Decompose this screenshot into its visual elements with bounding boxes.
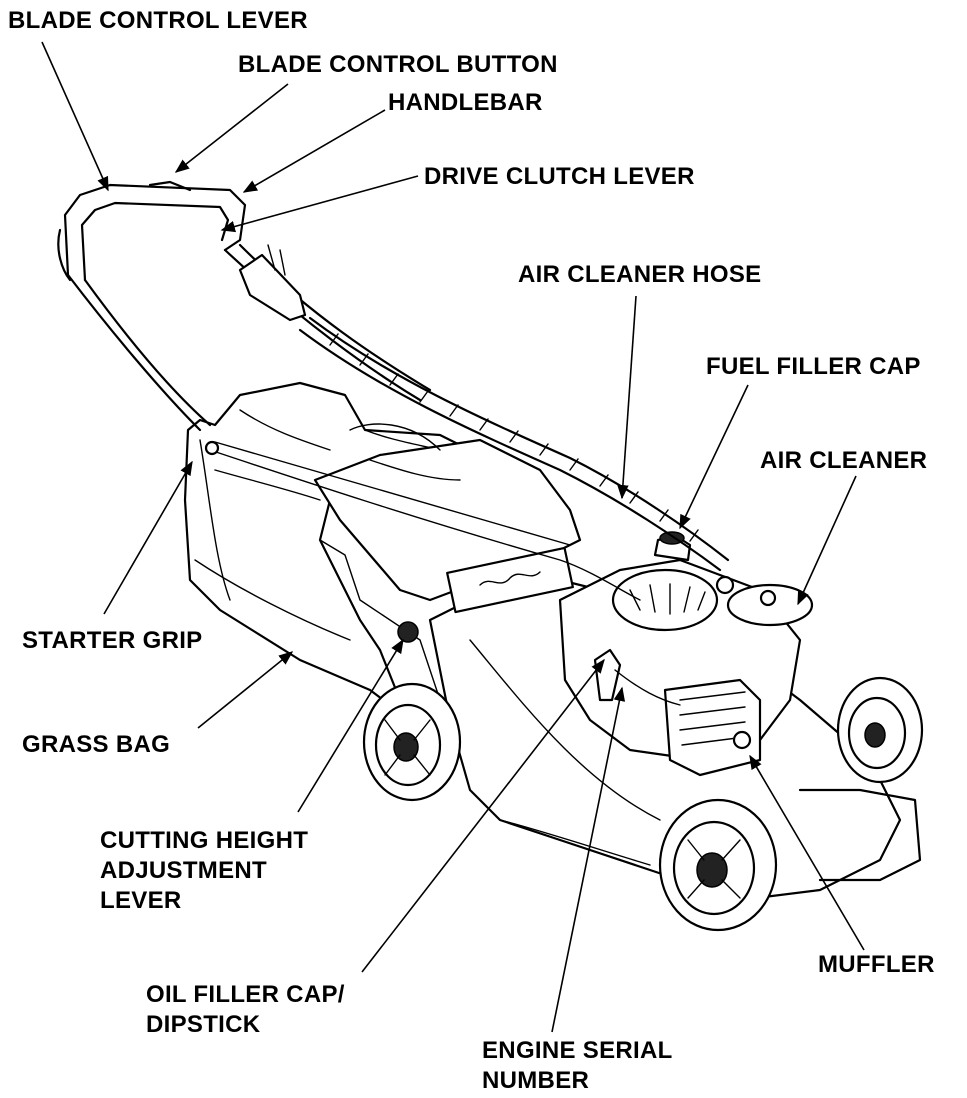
front-left-wheel-shape: [658, 798, 778, 932]
label-oil-filler-cap-line2: DIPSTICK: [146, 1011, 261, 1038]
leader-lines: [41, 41, 865, 1033]
leader-starter-grip: [103, 460, 193, 615]
label-engine-serial-number: ENGINE SERIAL NUMBER: [482, 1036, 673, 1096]
label-cutting-height-line1: CUTTING HEIGHT: [100, 827, 309, 854]
label-handlebar: HANDLEBAR: [388, 89, 543, 116]
leader-blade-control-button: [174, 83, 289, 173]
mower-illustration: [57, 180, 924, 932]
leader-muffler: [749, 754, 865, 951]
leader-air-cleaner-hose: [617, 295, 637, 500]
label-muffler: MUFFLER: [818, 951, 935, 978]
label-fuel-filler-cap: FUEL FILLER CAP: [706, 353, 921, 380]
rear-cover-shape: [313, 423, 582, 614]
label-air-cleaner-hose: AIR CLEANER HOSE: [518, 261, 762, 288]
leader-handlebar: [242, 109, 386, 193]
front-right-wheel-shape: [836, 676, 924, 784]
label-cutting-height-line2: ADJUSTMENT: [100, 857, 268, 884]
engine-shape: [558, 531, 814, 777]
label-cutting-height: CUTTING HEIGHT ADJUSTMENT LEVER: [100, 826, 308, 916]
cables-shape: [204, 440, 641, 701]
leader-fuel-filler-cap: [679, 384, 749, 530]
label-blade-control-button: BLADE CONTROL BUTTON: [238, 51, 558, 78]
leader-oil-filler-cap: [361, 658, 605, 973]
label-oil-filler-cap: OIL FILLER CAP/ DIPSTICK: [146, 980, 345, 1040]
label-engine-serial-line2: NUMBER: [482, 1067, 590, 1094]
leader-cutting-height: [297, 638, 404, 813]
leader-drive-clutch-lever: [220, 175, 419, 233]
leader-grass-bag: [197, 651, 294, 729]
leader-blade-control-lever: [41, 41, 109, 192]
label-engine-serial-line1: ENGINE SERIAL: [482, 1037, 673, 1064]
leader-air-cleaner: [797, 475, 857, 606]
label-oil-filler-cap-line1: OIL FILLER CAP/: [146, 981, 345, 1008]
label-cutting-height-line3: LEVER: [100, 887, 182, 914]
label-grass-bag: GRASS BAG: [22, 731, 171, 758]
label-drive-clutch-lever: DRIVE CLUTCH LEVER: [424, 163, 695, 190]
label-air-cleaner: AIR CLEANER: [760, 447, 928, 474]
handle-shape: [57, 180, 432, 432]
rear-wheel-shape: [362, 682, 462, 802]
label-starter-grip: STARTER GRIP: [22, 627, 203, 654]
leader-engine-serial-number: [551, 686, 626, 1033]
label-blade-control-lever: BLADE CONTROL LEVER: [8, 7, 308, 34]
